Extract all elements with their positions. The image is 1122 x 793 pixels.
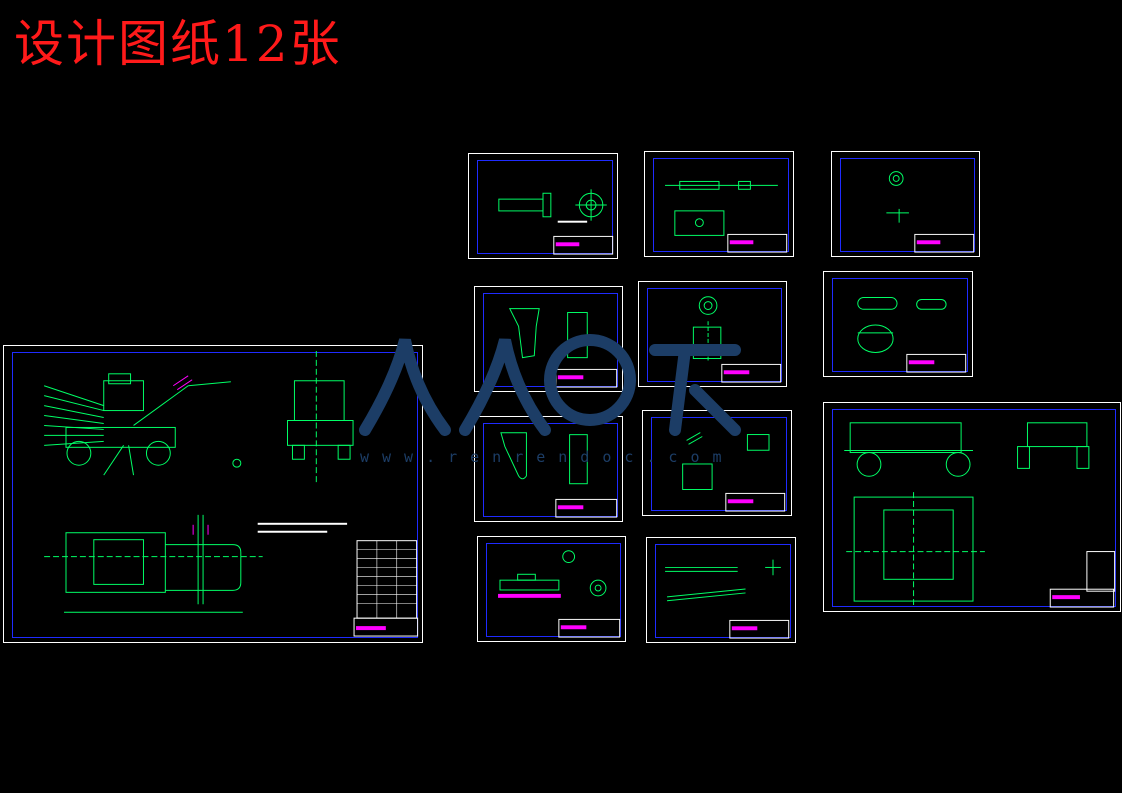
drawing-sheet-part-7[interactable] bbox=[474, 416, 623, 522]
page-title: 设计图纸12张 bbox=[14, 15, 342, 73]
drawing-sheet-part-9[interactable] bbox=[477, 536, 626, 642]
assembly-drawing bbox=[844, 422, 1116, 608]
watermark-url: www.renrendoc.com bbox=[360, 448, 735, 466]
part-drawing bbox=[692, 296, 782, 383]
sheet-frame bbox=[12, 352, 418, 638]
sheet-frame bbox=[832, 278, 968, 372]
drawing-sheet-part-1[interactable] bbox=[468, 153, 618, 259]
sheet-frame bbox=[486, 543, 621, 637]
part-drawing bbox=[665, 559, 790, 639]
part-drawing bbox=[857, 297, 967, 373]
drawing-sheet-part-5[interactable] bbox=[638, 281, 787, 387]
part-drawing bbox=[500, 432, 618, 518]
sheet-frame bbox=[832, 409, 1116, 607]
assembly-drawing bbox=[43, 350, 419, 637]
drawing-sheet-part-10[interactable] bbox=[646, 537, 796, 643]
drawing-sheet-assembly-frame[interactable] bbox=[823, 402, 1121, 612]
sheet-frame bbox=[477, 160, 613, 254]
sheet-frame bbox=[840, 158, 975, 252]
part-drawing bbox=[498, 189, 614, 255]
drawing-sheet-assembly-main[interactable] bbox=[3, 345, 423, 643]
drawing-sheet-part-6[interactable] bbox=[823, 271, 973, 377]
part-drawing bbox=[498, 550, 621, 638]
part-drawing bbox=[508, 308, 618, 388]
sheet-frame bbox=[653, 158, 789, 252]
part-drawing bbox=[665, 180, 788, 253]
drawing-sheet-part-2[interactable] bbox=[644, 151, 794, 257]
drawing-sheet-part-4[interactable] bbox=[474, 286, 623, 392]
sheet-frame bbox=[655, 544, 791, 638]
drawing-sheet-part-3[interactable] bbox=[831, 151, 980, 257]
part-drawing bbox=[886, 171, 975, 253]
